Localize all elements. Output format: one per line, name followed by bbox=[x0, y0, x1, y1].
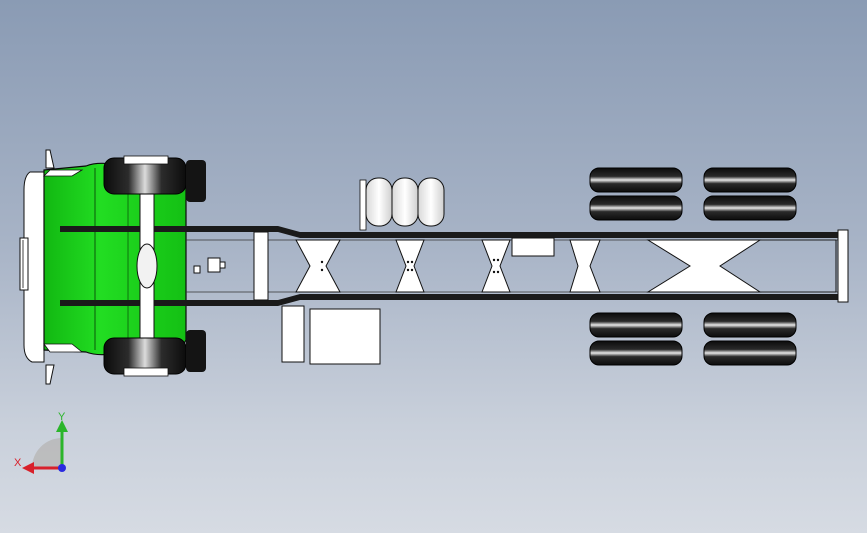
small-bracket bbox=[207, 257, 221, 273]
front-wheel-right[interactable] bbox=[103, 330, 206, 377]
x-axis-label: X bbox=[14, 457, 22, 469]
front-wheel-left[interactable] bbox=[103, 155, 206, 202]
front-crossmember bbox=[253, 231, 269, 301]
frame-rail-lower bbox=[60, 294, 845, 306]
frame-rail-upper bbox=[60, 226, 845, 238]
rear-tire bbox=[589, 312, 683, 338]
frame-box bbox=[511, 237, 555, 257]
small-bracket bbox=[193, 265, 201, 274]
z-axis-dot bbox=[58, 464, 66, 472]
rear-wheels[interactable] bbox=[589, 167, 797, 366]
grille bbox=[19, 237, 29, 291]
rear-tire bbox=[703, 167, 797, 193]
fuel-tank-box[interactable] bbox=[309, 308, 381, 365]
air-tanks[interactable] bbox=[359, 177, 445, 231]
rear-tire bbox=[703, 195, 797, 221]
rear-tire bbox=[703, 340, 797, 366]
y-axis-label: Y bbox=[58, 411, 66, 423]
rear-tire bbox=[703, 312, 797, 338]
rear-tire bbox=[589, 167, 683, 193]
rear-tire bbox=[589, 340, 683, 366]
coordinate-triad[interactable]: Y X bbox=[10, 410, 80, 480]
left-mirror bbox=[45, 149, 55, 169]
triad-xy-plane bbox=[32, 438, 62, 468]
front-bumper bbox=[23, 171, 45, 363]
front-axle[interactable] bbox=[136, 165, 158, 367]
cross-members bbox=[295, 239, 837, 293]
right-mirror bbox=[45, 364, 55, 385]
rear-tire bbox=[589, 195, 683, 221]
battery-box[interactable] bbox=[281, 305, 305, 363]
